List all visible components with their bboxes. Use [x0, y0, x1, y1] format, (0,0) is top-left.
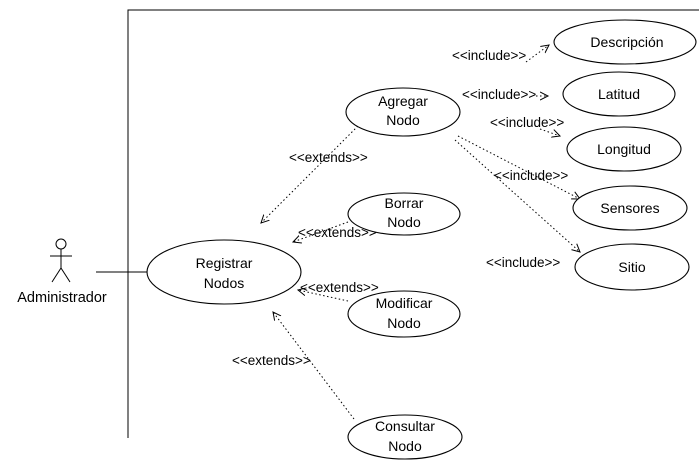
use-case-label: Descripción — [590, 34, 663, 50]
extends-label-modificar: <<extends>> — [300, 280, 379, 295]
include-label-sitio: <<include>> — [486, 255, 560, 270]
extends-borrar-line — [293, 221, 349, 242]
use-case-modificar-nodo[interactable]: Modificar Nodo — [347, 290, 461, 338]
include-label-sensores: <<include>> — [494, 168, 568, 183]
use-case-label-line-1: Borrar — [385, 195, 424, 211]
extends-agregar-line — [261, 125, 359, 223]
system-boundary — [127, 9, 699, 438]
include-descripcion-line — [525, 45, 549, 63]
actor-administrador: Administrador — [17, 238, 107, 306]
use-case-label: Latitud — [598, 86, 640, 102]
use-case-sensores[interactable]: Sensores — [572, 185, 688, 231]
use-case-agregar-nodo[interactable]: Agregar Nodo — [345, 87, 461, 137]
use-case-label: Longitud — [597, 141, 651, 157]
include-label-latitud: <<include>> — [462, 87, 536, 102]
include-label-longitud: <<include>> — [490, 115, 564, 130]
use-case-label-line-2: Nodo — [386, 112, 420, 128]
use-case-consultar-nodo[interactable]: Consultar Nodo — [347, 414, 463, 460]
actor-label: Administrador — [17, 290, 107, 306]
include-label-descripcion: <<include>> — [452, 48, 526, 63]
use-case-label-line-2: Nodo — [388, 438, 422, 454]
extends-label-agregar: <<extends>> — [289, 150, 368, 165]
include-longitud-line — [539, 128, 560, 136]
use-case-label-line-1: Agregar — [378, 93, 428, 109]
use-case-latitud[interactable]: Latitud — [562, 71, 676, 117]
include-sitio-line — [454, 139, 580, 252]
extends-modificar-line — [298, 290, 349, 302]
include-sensores-line — [457, 135, 580, 199]
use-case-sitio[interactable]: Sitio — [574, 243, 690, 291]
use-case-label-line-2: Nodos — [204, 275, 244, 291]
use-case-label-line-1: Registrar — [196, 255, 253, 271]
use-case-borrar-nodo[interactable]: Borrar Nodo — [347, 192, 461, 236]
use-case-label-line-1: Modificar — [376, 295, 433, 311]
use-case-label: Sitio — [618, 259, 645, 275]
use-case-label-line-2: Nodo — [387, 315, 421, 331]
use-case-descripcion[interactable]: Descripción — [553, 19, 697, 65]
use-case-label-line-1: Consultar — [375, 418, 435, 434]
extends-label-consultar: <<extends>> — [232, 353, 311, 368]
actor-stick-figure — [50, 238, 72, 283]
extends-label-borrar: <<extends>> — [298, 225, 377, 240]
use-case-label: Sensores — [600, 200, 659, 216]
use-case-label-line-2: Nodo — [387, 214, 421, 230]
use-case-longitud[interactable]: Longitud — [566, 126, 682, 172]
use-case-registrar-nodos[interactable]: Registrar Nodos — [146, 239, 302, 305]
